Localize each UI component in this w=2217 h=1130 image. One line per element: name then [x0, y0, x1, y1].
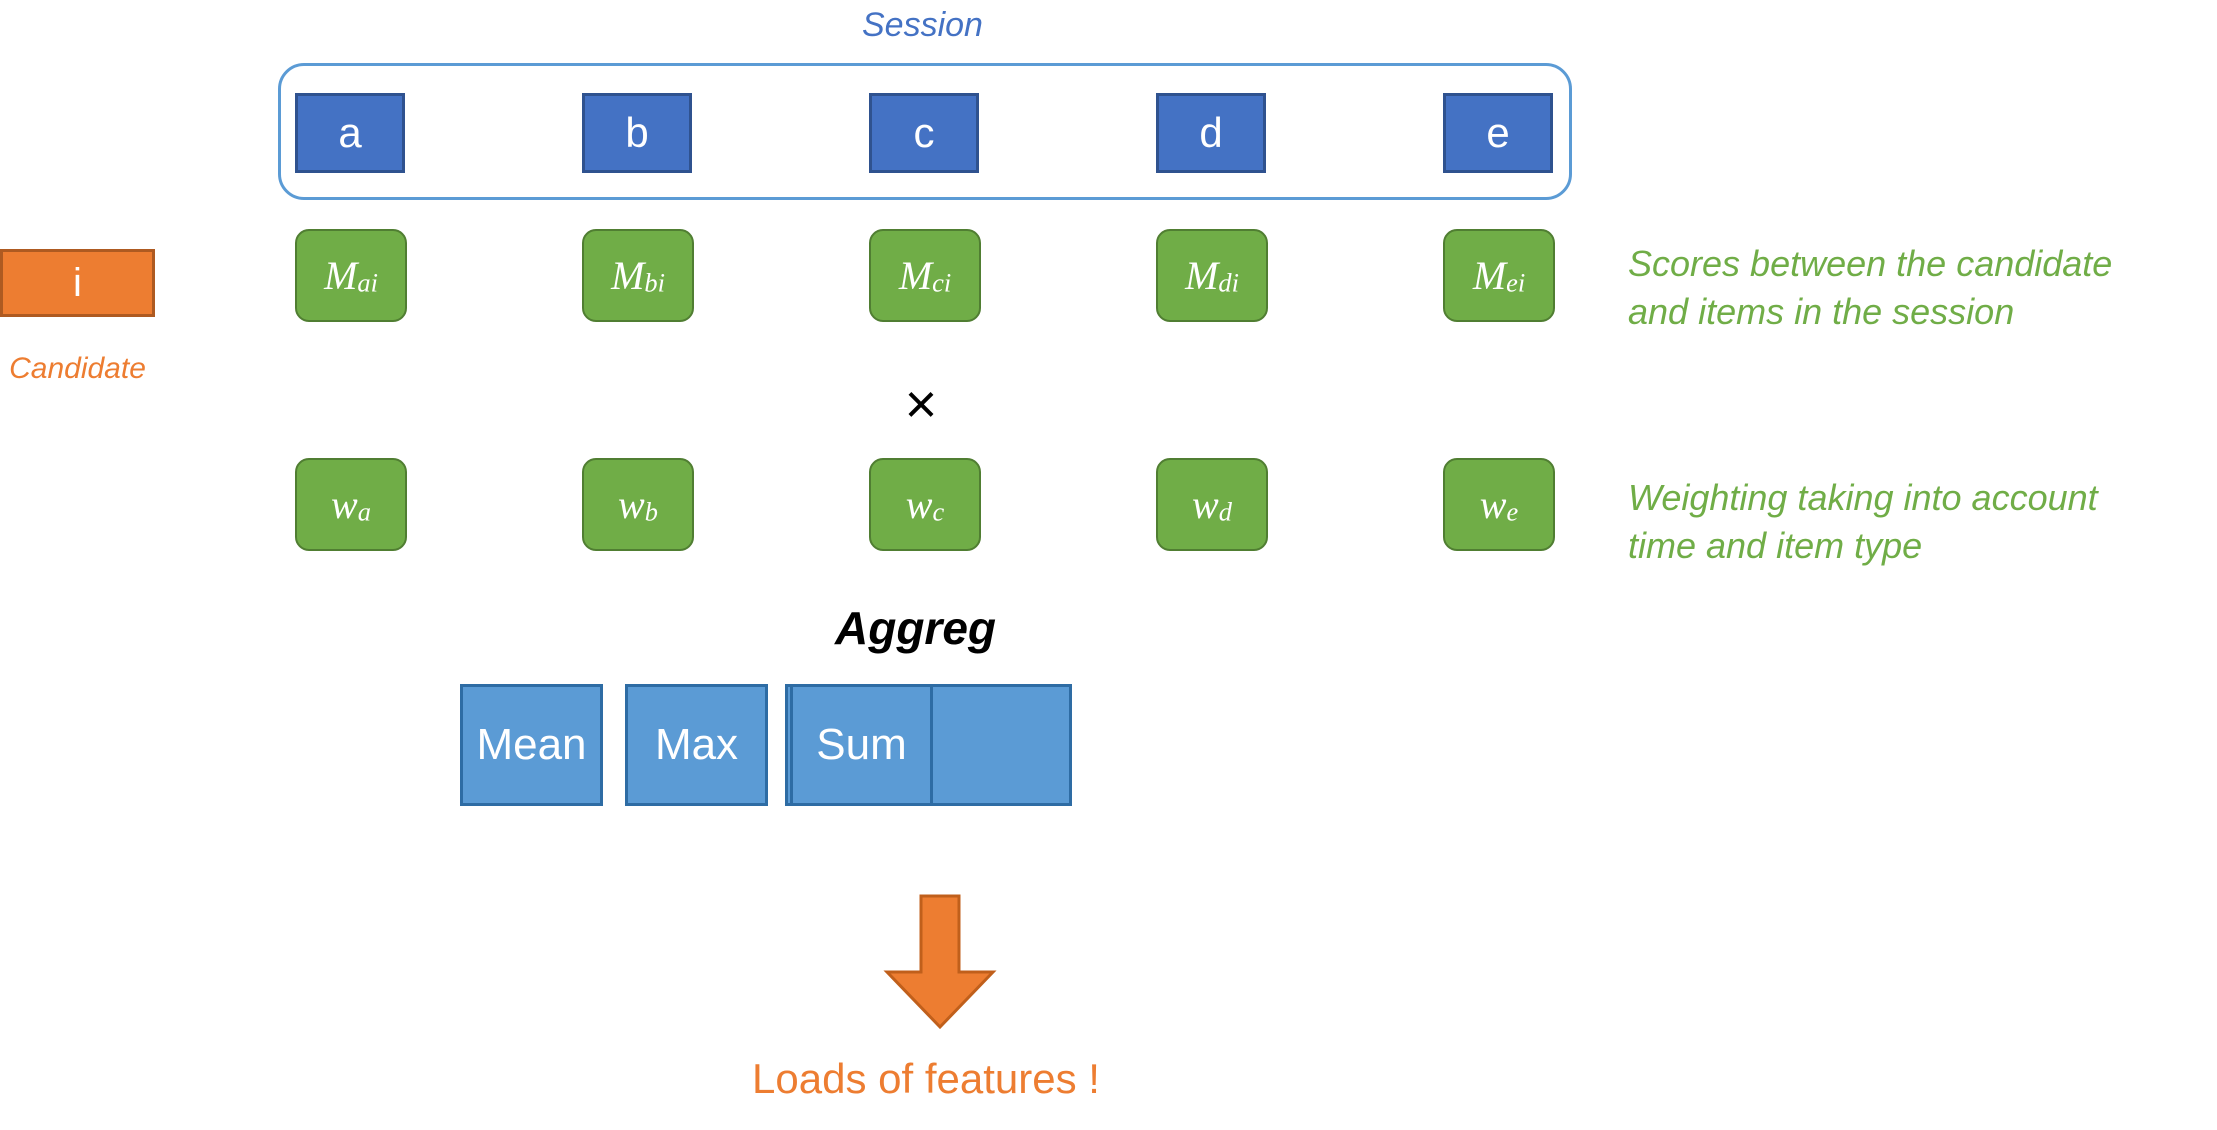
aggregation-options-row: Mean Max Sum: [460, 684, 1390, 806]
session-item-c[interactable]: c: [869, 93, 979, 173]
output-text: Loads of features !: [752, 1055, 1100, 1102]
weights-annotation: Weighting taking into account time and i…: [1628, 474, 2217, 569]
session-item-d[interactable]: d: [1156, 93, 1266, 173]
down-arrow-icon: [880, 894, 1000, 1030]
session-title: Session: [862, 6, 983, 44]
aggregation-option-mean[interactable]: Mean: [460, 684, 603, 806]
score-sub-ci: ci: [932, 267, 952, 298]
score-sub-bi: bi: [644, 267, 665, 298]
weight-base-d: w: [1192, 481, 1219, 527]
weight-base-a: w: [331, 481, 358, 527]
aggregation-option-sum[interactable]: Sum: [790, 684, 933, 806]
score-sub-ei: ei: [1506, 267, 1526, 298]
candidate-box[interactable]: i: [0, 249, 155, 317]
weights-annotation-line-2: time and item type: [1628, 524, 1923, 566]
session-item-a[interactable]: a: [295, 93, 405, 173]
weight-sub-a: a: [357, 496, 371, 527]
weight-sub-d: d: [1218, 496, 1232, 527]
scores-annotation-line-2: and items in the session: [1628, 290, 2015, 332]
weight-base-c: w: [905, 481, 933, 527]
score-base-ci: M: [898, 252, 933, 298]
aggregation-option-max[interactable]: Max: [625, 684, 768, 806]
aggregation-title: Aggreg: [835, 602, 996, 654]
weights-annotation-line-1: Weighting taking into account: [1628, 477, 2098, 518]
weight-sub-b: b: [644, 496, 658, 527]
score-base-ei: M: [1472, 252, 1507, 298]
weight-base-b: w: [618, 481, 645, 527]
session-group-container: [278, 63, 1572, 200]
scores-annotation: Scores between the candidate and items i…: [1628, 240, 2217, 335]
scores-annotation-line-1: Scores between the candidate: [1628, 243, 2113, 284]
candidate-caption: Candidate: [9, 352, 146, 385]
score-base-bi: M: [611, 252, 645, 298]
score-base-ai: M: [324, 252, 358, 298]
weight-sub-c: c: [932, 496, 945, 527]
session-item-e[interactable]: e: [1443, 93, 1553, 173]
score-sub-ai: ai: [357, 267, 378, 298]
score-sub-di: di: [1218, 267, 1239, 298]
multiply-icon: ×: [904, 372, 938, 435]
score-base-di: M: [1185, 252, 1219, 298]
weight-sub-e: e: [1506, 496, 1519, 527]
session-item-b[interactable]: b: [582, 93, 692, 173]
session-items-row: a b c d e: [295, 93, 1555, 173]
weight-base-e: w: [1479, 481, 1507, 527]
